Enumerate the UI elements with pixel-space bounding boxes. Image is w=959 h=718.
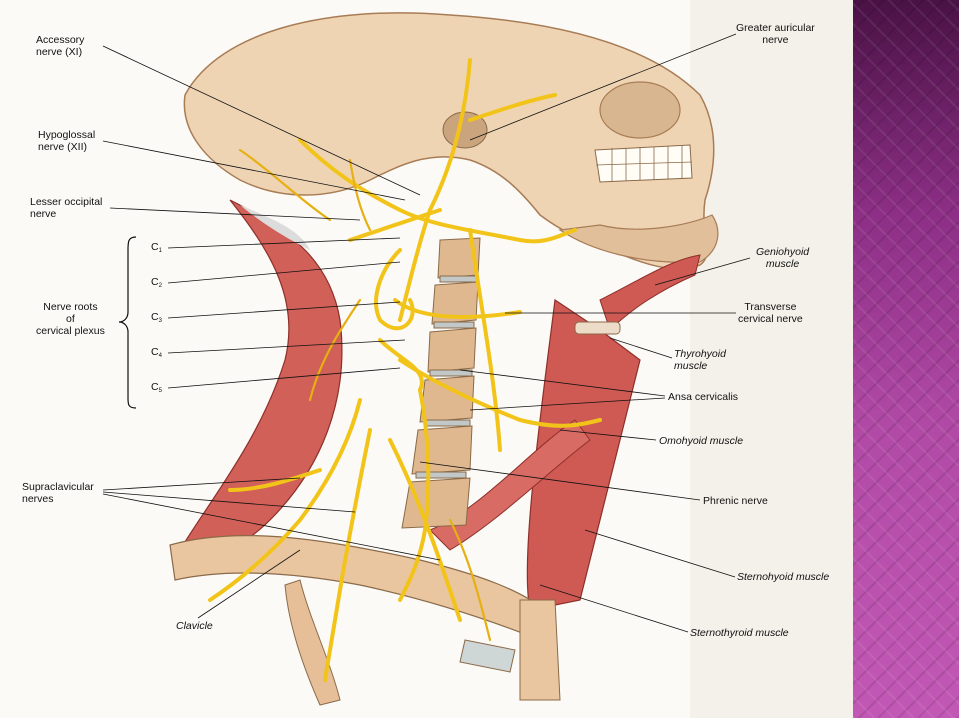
leader-lines: [102, 33, 751, 633]
geniohyoid-muscle: [599, 254, 701, 331]
omohyoid-muscle: [429, 419, 591, 551]
page-margin-shadow: [690, 0, 853, 718]
label-sternothyroid-muscle: Sternothyroid muscle: [690, 627, 789, 639]
hyoid-bone: [574, 321, 621, 335]
mastoid: [442, 111, 488, 149]
skull: [183, 12, 719, 270]
label-phrenic-nerve: Phrenic nerve: [703, 495, 768, 507]
nerve-branches: [238, 148, 492, 642]
root-c5: C5: [151, 381, 162, 394]
nerves: [208, 58, 602, 682]
label-omohyoid-muscle: Omohyoid muscle: [659, 435, 744, 447]
label-sternohyoid-muscle: Sternohyoid muscle: [737, 571, 830, 583]
decorative-purple-sidebar: [853, 0, 959, 718]
root-c1: C1: [151, 241, 162, 254]
neck-muscles: [179, 199, 701, 611]
cervical-plexus-illustration: [102, 0, 853, 718]
orbit: [599, 81, 681, 139]
root-c2: C2: [151, 276, 162, 289]
label-clavicle: Clavicle: [176, 620, 213, 632]
mandible: [558, 214, 719, 263]
label-ansa-cervicalis: Ansa cervicalis: [668, 391, 739, 403]
root-c3: C3: [151, 311, 162, 324]
roots-bracket: [118, 236, 137, 409]
root-c4: C4: [151, 346, 162, 359]
